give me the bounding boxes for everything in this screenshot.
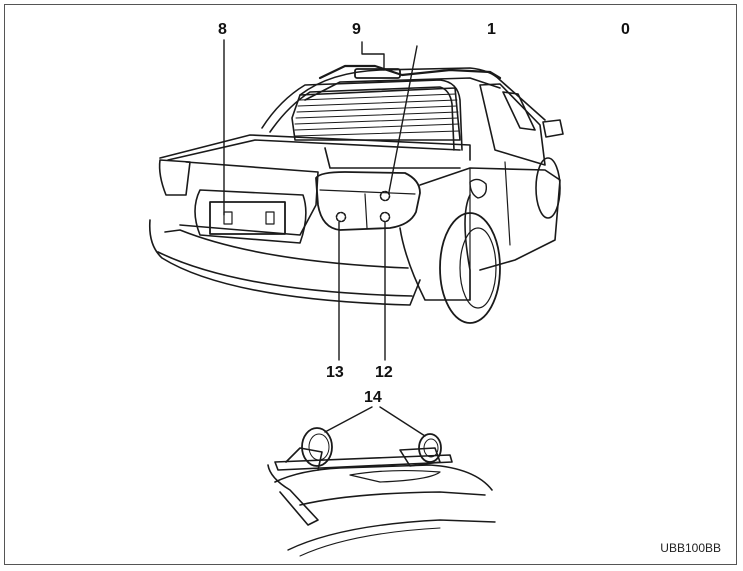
leader-line-14b (379, 406, 426, 437)
figure-code: UBB100BB (660, 541, 721, 555)
leader-line-9 (361, 41, 385, 71)
callout-0: 0 (621, 21, 630, 38)
callout-1: 1 (487, 21, 496, 38)
callout-9: 9 (352, 21, 361, 38)
leader-lines (223, 39, 426, 437)
callout-8: 8 (218, 21, 227, 38)
callout-12: 12 (375, 364, 393, 381)
roof-lamps-illustration (267, 427, 496, 557)
callout-14: 14 (364, 389, 382, 406)
leader-line-14a (324, 406, 373, 433)
callout-13: 13 (326, 364, 344, 381)
leader-line-1 (388, 45, 418, 193)
vehicle-rear-view (148, 64, 564, 324)
